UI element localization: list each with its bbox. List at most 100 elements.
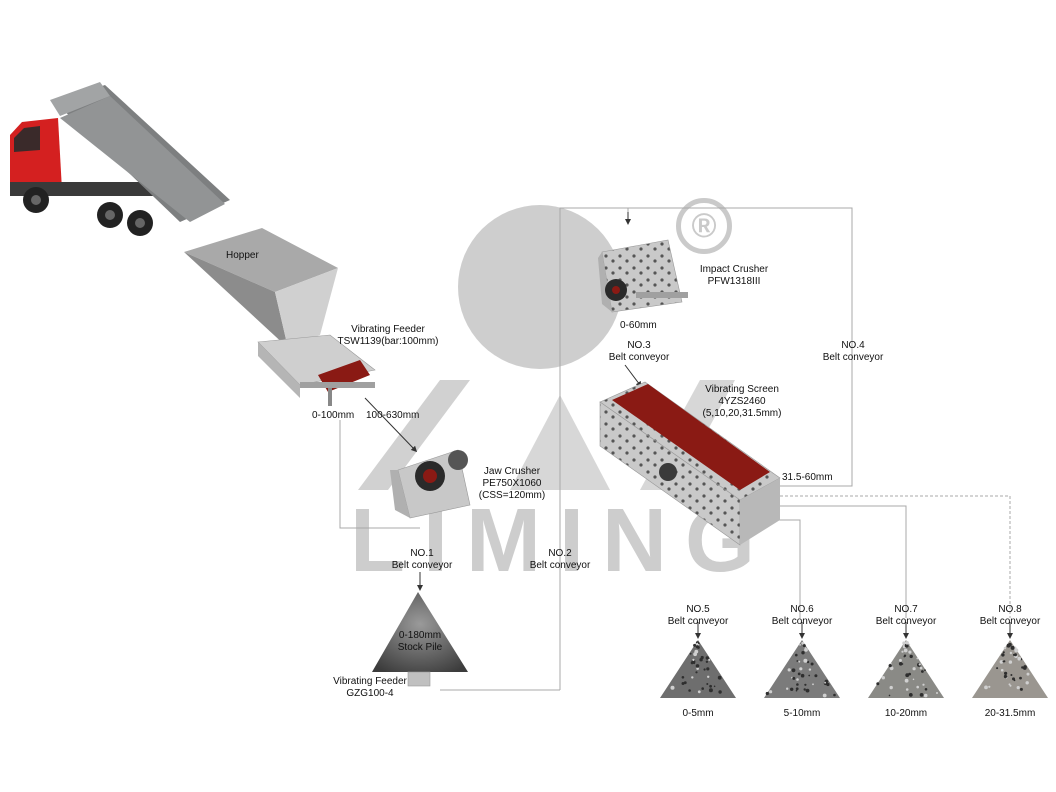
pile-grain <box>809 668 811 670</box>
pile-grain <box>1021 666 1023 668</box>
pile-grain <box>922 684 924 686</box>
conveyor-no4-label: NO.4 Belt conveyor <box>820 340 886 364</box>
pile-grain <box>693 662 695 664</box>
pile-grain <box>790 688 793 691</box>
pile-grain <box>698 690 701 693</box>
pile-grain <box>811 663 814 666</box>
pile-grain <box>1017 657 1021 661</box>
vibrating-feeder-tsw-label: Vibrating Feeder TSW1139(bar:100mm) <box>333 324 443 348</box>
product-size-label: 10-20mm <box>876 708 936 720</box>
pile-grain <box>1020 688 1023 691</box>
pile-grain <box>707 676 709 678</box>
pile-grain <box>1014 648 1018 652</box>
product-size-label: 5-10mm <box>772 708 832 720</box>
pile-grain <box>823 694 827 698</box>
pile-grain <box>919 663 921 665</box>
pile-grain <box>1004 675 1007 678</box>
pile-grain <box>709 685 712 688</box>
pile-grain <box>890 686 893 689</box>
pile-grain <box>698 643 700 645</box>
pile-grain <box>796 683 799 686</box>
pile-grain <box>766 692 769 695</box>
pile-grain <box>795 654 798 657</box>
pile-grain <box>1009 660 1012 663</box>
pile-grain <box>925 688 928 691</box>
pile-grain <box>1009 683 1011 685</box>
pile-grain <box>692 659 694 661</box>
pile-grain <box>804 684 806 686</box>
pile-grain <box>792 668 796 672</box>
pile-grain <box>814 674 817 677</box>
pile-grain <box>910 655 913 658</box>
pile-grain <box>718 690 721 693</box>
pile-grain <box>704 668 706 670</box>
product-size-label: 0-5mm <box>668 708 728 720</box>
vibrating-feeder-gzg-label: Vibrating Feeder GZG100-4 <box>330 676 410 700</box>
pile-grain <box>714 686 716 688</box>
product-pile <box>972 640 1048 698</box>
pile-grain <box>796 687 799 690</box>
pile-grain <box>924 694 928 698</box>
pile-grain <box>1010 674 1012 676</box>
pile-grain <box>799 644 801 646</box>
pile-grain <box>924 669 926 671</box>
pile-grain <box>984 686 988 690</box>
pile-grain <box>799 667 802 670</box>
pile-grain <box>876 682 879 685</box>
pile-grain <box>808 675 810 677</box>
pile-grain <box>1001 653 1004 656</box>
hopper <box>184 228 338 348</box>
product-size-label: 20-31.5mm <box>980 708 1040 720</box>
pile-grain <box>1004 647 1006 649</box>
pile-grain <box>786 688 788 690</box>
pile-grain <box>706 656 709 659</box>
pile-grain <box>899 662 903 666</box>
pile-grain <box>833 694 836 697</box>
impact-crusher <box>598 240 688 312</box>
pile-grain <box>904 649 908 653</box>
pile-grain <box>806 689 810 693</box>
pile-grain <box>706 667 709 670</box>
conveyor-no5-label: NO.5 Belt conveyor <box>666 604 730 628</box>
pile-grain <box>1017 686 1020 689</box>
pile-grain <box>671 686 675 690</box>
pile-grain <box>1023 665 1027 669</box>
feeder-coarse-size: 100-630mm <box>366 410 419 422</box>
pile-grain <box>805 647 807 649</box>
pile-grain <box>693 644 696 647</box>
pile-grain <box>688 689 691 692</box>
pile-grain <box>691 662 694 665</box>
pile-grain <box>882 676 885 679</box>
pile-grain <box>1010 652 1012 654</box>
hopper-label: Hopper <box>226 250 259 262</box>
conveyor-no1-label: NO.1 Belt conveyor <box>390 548 454 572</box>
pile-grain <box>905 641 909 645</box>
feeder-fine-size: 0-100mm <box>312 410 354 422</box>
pile-grain <box>798 673 801 676</box>
pile-grain <box>796 690 798 692</box>
pile-grain <box>909 693 913 697</box>
pile-grain <box>913 667 916 670</box>
pile-grain <box>889 664 892 667</box>
pile-grain <box>696 664 700 668</box>
pile-grain <box>1019 677 1022 680</box>
pile-grain <box>1011 646 1015 650</box>
pile-grain <box>920 693 924 697</box>
pile-grain <box>913 679 915 681</box>
pile-grain <box>690 653 692 655</box>
pile-grain <box>803 644 806 647</box>
conveyor-no7-label: NO.7 Belt conveyor <box>874 604 938 628</box>
pile-grain <box>906 688 909 691</box>
pile-grain <box>798 661 800 663</box>
pile-grain <box>701 687 704 690</box>
conveyor-no2-label: NO.2 Belt conveyor <box>528 548 592 572</box>
pile-grain <box>916 686 919 689</box>
pile-grain <box>921 670 924 673</box>
pile-grain <box>901 651 903 653</box>
pile-grain <box>682 682 685 685</box>
impact-crusher-label: Impact Crusher PFW1318III <box>694 264 774 288</box>
pile-grain <box>804 688 806 690</box>
pile-grain <box>889 695 891 697</box>
